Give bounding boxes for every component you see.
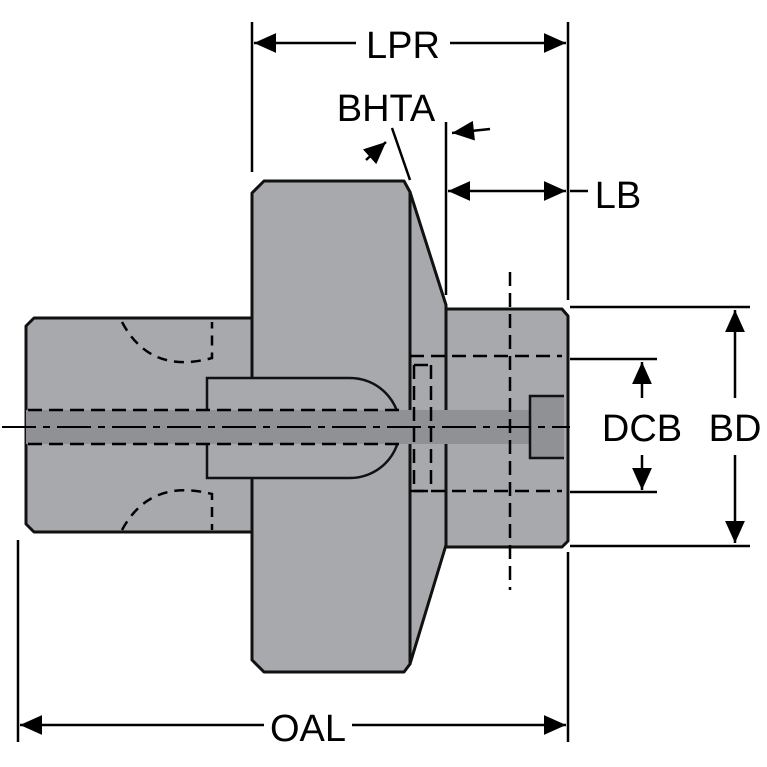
extension-lines — [16, 22, 750, 742]
label-bd: BD — [709, 408, 762, 450]
label-oal: OAL — [270, 708, 346, 750]
label-dcb: DCB — [602, 408, 682, 450]
dimension-lines — [20, 33, 745, 735]
label-bhta: BHTA — [337, 88, 436, 130]
screw-hole-arcs — [120, 321, 214, 531]
label-lb: LB — [595, 175, 641, 217]
label-lpr: LPR — [366, 25, 440, 67]
